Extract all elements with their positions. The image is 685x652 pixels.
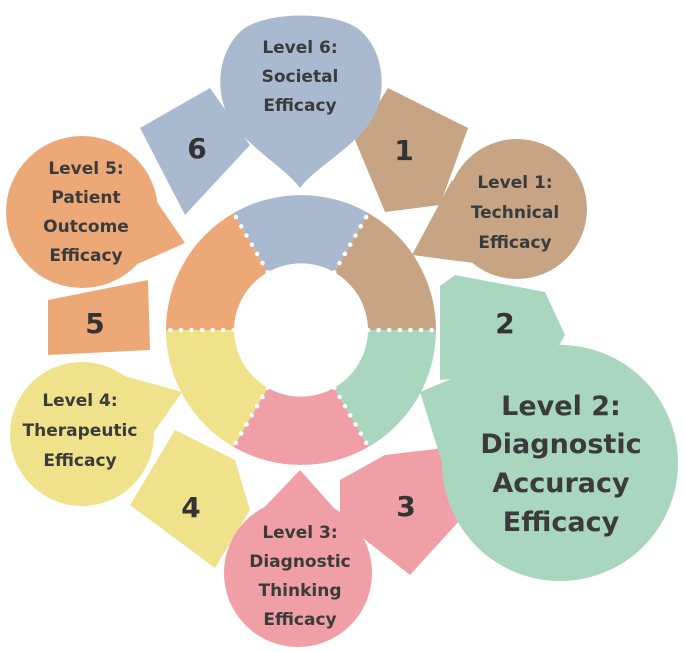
ring-segment-3 — [233, 387, 369, 465]
label-level-4-line-1: Level 4: — [42, 391, 117, 411]
connector-number-5: 5 — [85, 307, 104, 340]
label-level-2: Level 2: Diagnostic Accuracy Efficacy — [480, 391, 641, 538]
label-level-2-line-2: Diagnostic — [480, 429, 641, 460]
connector-band-6 — [140, 88, 250, 215]
connector-number-3: 3 — [396, 490, 415, 523]
bubble-level-5-tip — [90, 148, 185, 285]
connector-number-1: 1 — [394, 134, 413, 167]
label-level-3-line-4: Efficacy — [263, 610, 336, 630]
label-level-1: Level 1: Technical Efficacy — [471, 173, 559, 253]
bubble-level-6 — [220, 15, 382, 188]
bubble-level-3-tip — [238, 470, 358, 535]
connector-band-5 — [48, 280, 150, 355]
bubble-level-1-tip — [412, 180, 512, 268]
label-level-3-line-2: Diagnostic — [249, 552, 351, 572]
bubble-level-3-body — [224, 499, 372, 647]
ring-divider-6-1 — [332, 210, 371, 275]
ring-segment-1 — [334, 213, 436, 330]
ring-segment-5 — [166, 213, 268, 330]
ring-divider-3-4 — [231, 385, 270, 450]
center-ring — [163, 195, 439, 465]
label-level-6-line-3: Efficacy — [263, 96, 336, 116]
connector-band-1 — [355, 88, 468, 212]
label-level-4-line-2: Therapeutic — [23, 421, 138, 441]
label-level-5: Level 5: Patient Outcome Efficacy — [43, 159, 129, 266]
label-level-2-line-1: Level 2: — [501, 391, 621, 422]
label-level-3-line-1: Level 3: — [262, 523, 337, 543]
label-level-2-line-3: Accuracy — [492, 468, 630, 499]
ring-divider-2-3 — [332, 385, 371, 450]
label-level-5-line-1: Level 5: — [48, 159, 123, 179]
label-level-1-line-2: Technical — [471, 203, 559, 223]
label-level-5-line-3: Outcome — [43, 217, 129, 237]
label-level-1-line-1: Level 1: — [477, 173, 552, 193]
label-level-6-line-1: Level 6: — [262, 38, 337, 58]
connector-band-3 — [340, 445, 470, 575]
connector-number-2: 2 — [495, 307, 514, 340]
ring-center-hole — [235, 264, 367, 396]
label-level-4: Level 4: Therapeutic Efficacy — [23, 391, 138, 471]
label-level-1-line-3: Efficacy — [478, 233, 551, 253]
label-level-6-line-2: Societal — [262, 67, 339, 87]
bubble-level-4-tip — [110, 372, 182, 495]
label-level-3-line-3: Thinking — [258, 581, 341, 601]
label-level-5-line-4: Efficacy — [49, 246, 122, 266]
label-level-3: Level 3: Diagnostic Thinking Efficacy — [249, 523, 351, 630]
connector-band-4 — [130, 430, 250, 568]
ring-segment-6 — [233, 195, 369, 273]
connector-number-6: 6 — [187, 132, 206, 165]
ring-segment-2 — [334, 330, 436, 447]
ring-divider-5-6 — [231, 210, 270, 275]
bubble-level-2-body — [442, 345, 678, 581]
label-level-5-line-2: Patient — [51, 188, 120, 208]
label-level-2-line-4: Efficacy — [503, 507, 620, 538]
label-level-6: Level 6: Societal Efficacy — [262, 38, 339, 116]
connector-number-4: 4 — [181, 491, 200, 524]
label-level-4-line-3: Efficacy — [43, 451, 116, 471]
ring-segment-4 — [166, 330, 268, 447]
bubble-level-2-tip — [420, 350, 520, 520]
